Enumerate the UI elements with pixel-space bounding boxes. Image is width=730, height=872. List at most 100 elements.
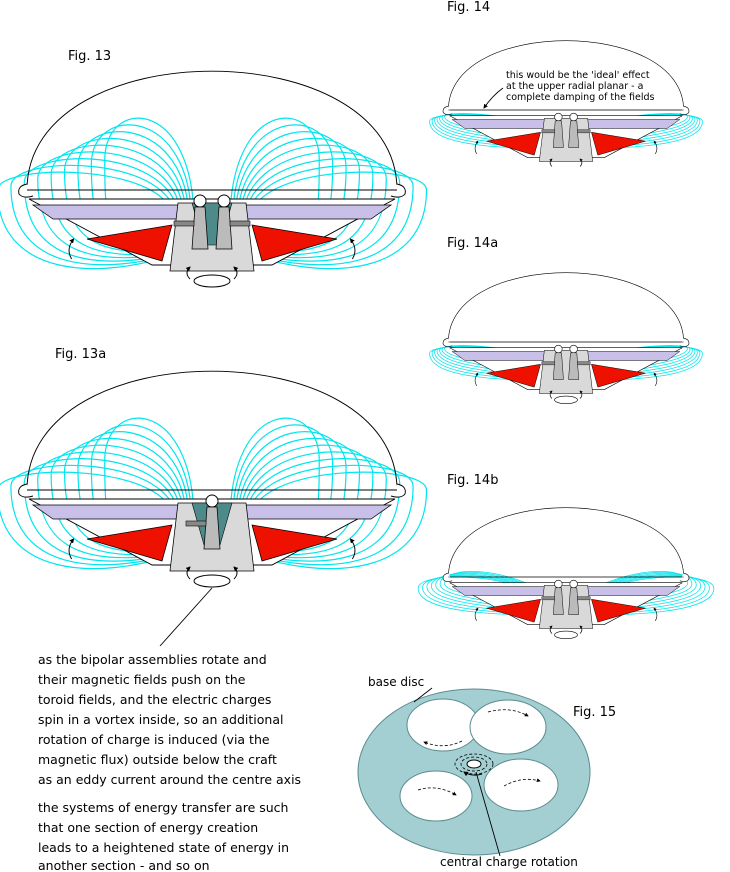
bipolar-sphere [569, 344, 578, 354]
dome [448, 40, 684, 111]
red-block-left [486, 363, 541, 388]
rim-flange-right [679, 105, 690, 115]
rim-flange-left [18, 183, 34, 198]
explanation-paragraph-1: as the bipolar assemblies rotate and the… [38, 652, 301, 787]
explanation-paragraph-2: the systems of energy transfer are such … [38, 800, 289, 872]
field-line [37, 151, 183, 259]
curve-arrow-inner-right [579, 390, 583, 399]
bipolar-stem [553, 587, 564, 615]
dome [26, 70, 398, 191]
curve-arrow-inner-left [549, 625, 553, 634]
dome [448, 507, 684, 578]
field-line [241, 171, 428, 270]
field-line [236, 437, 361, 554]
explanation-line: leads to a heightened state of energy in [38, 840, 289, 855]
red-block-left [486, 131, 541, 156]
curve-arrow-inner-right [233, 566, 239, 580]
fig15-label: Fig. 15 [573, 705, 616, 720]
explanation-line: another section - and so on [38, 858, 210, 872]
field-line [239, 144, 374, 256]
figure-13a [0, 370, 428, 588]
rim-flange-left [442, 105, 453, 115]
explanation-line: magnetic flux) outside below the craft [38, 752, 277, 767]
field-line [23, 158, 183, 262]
curve-arrow-inner-right [579, 625, 583, 634]
central-core [539, 585, 593, 629]
explanation-line: their magnetic fields push on the [38, 672, 246, 687]
bipolar-arm [577, 596, 591, 601]
bipolar-stem [568, 120, 579, 148]
field-line [50, 444, 185, 556]
explanation-line: spin in a vortex inside, so an additiona… [38, 712, 283, 727]
disc-hole-3 [399, 770, 473, 822]
field-line [241, 451, 387, 559]
field-line [241, 158, 401, 262]
central-charge-leader [475, 771, 501, 857]
curve-arrow-right [349, 238, 356, 260]
figure-13 [0, 70, 428, 288]
leader-line [159, 587, 213, 647]
fig14-label: Fig. 14 [447, 0, 490, 15]
curve-arrow-right [653, 140, 658, 155]
disc-hole-4 [483, 758, 559, 812]
red-block-right [591, 131, 646, 156]
explanation-line: toroid fields, and the electric charges [38, 692, 271, 707]
field-line [236, 137, 361, 254]
rotation-arrow-3 [417, 787, 457, 796]
bipolar-stem [203, 506, 221, 550]
bipolar-arm [541, 129, 555, 134]
eddy-loop [193, 574, 231, 588]
bipolar-stem [568, 587, 579, 615]
bipolar-arm [541, 596, 555, 601]
red-block-right [251, 524, 338, 562]
curve-arrow-inner-right [579, 158, 583, 167]
figure-14 [429, 40, 703, 167]
red-block-right [591, 598, 646, 623]
central-core [539, 350, 593, 394]
curve-arrow-left [474, 607, 479, 622]
central-core [539, 118, 593, 162]
fig13-label: Fig. 13 [68, 49, 111, 64]
field-line [10, 164, 183, 266]
rotation-arrow-1 [423, 740, 463, 747]
explanation-line: that one section of energy creation [38, 820, 258, 835]
bipolar-sphere [569, 112, 578, 122]
central-charge-icon [454, 753, 494, 777]
fig14-note-line-2: at the upper radial planar - a [506, 81, 643, 92]
curve-arrow-inner-right [233, 266, 239, 280]
rim-flange-right [679, 572, 690, 582]
red-block-left [486, 598, 541, 623]
field-line [23, 458, 183, 562]
field-lines [0, 117, 428, 270]
red-block-left [86, 524, 173, 562]
bipolar-stem [568, 352, 579, 380]
bipolar-sphere [193, 194, 207, 208]
curve-arrow-left [68, 238, 75, 260]
rotation-arrow-2 [487, 709, 529, 717]
bipolar-arm [185, 520, 207, 527]
curve-arrow-right [349, 538, 356, 560]
dome [26, 370, 398, 491]
field-line [63, 437, 188, 554]
explanation-line: as the bipolar assemblies rotate and [38, 652, 267, 667]
bipolar-arm [229, 220, 251, 227]
eddy-loop [554, 630, 578, 639]
curve-arrow-left [474, 372, 479, 387]
fig14a-label: Fig. 14a [447, 236, 498, 251]
bipolar-arm [541, 361, 555, 366]
curve-arrow-right [653, 372, 658, 387]
rim-flange-left [442, 572, 453, 582]
figure-14a [429, 272, 703, 404]
fig14-note-line-3: complete damping of the fields [506, 92, 655, 103]
field-line [241, 151, 387, 259]
explanation-line: the systems of energy transfer are such [38, 800, 288, 815]
bipolar-arm [577, 129, 591, 134]
fig14-note: this would be the 'ideal' effect at the … [483, 70, 655, 109]
bipolar-stem [215, 206, 233, 250]
rim-flange-right [390, 483, 406, 498]
field-line [37, 451, 183, 559]
fig14-note-arrow [483, 87, 504, 109]
bipolar-sphere [205, 494, 219, 508]
fig14-note-line-1: this would be the 'ideal' effect [506, 70, 650, 81]
